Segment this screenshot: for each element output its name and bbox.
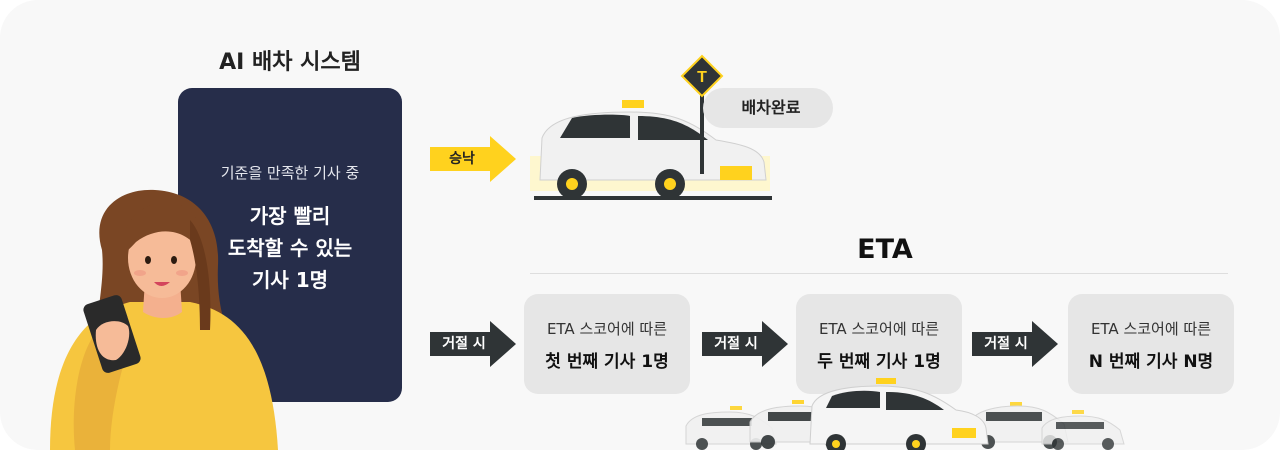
taxi-sign-letter: T bbox=[697, 69, 707, 86]
reject-label-1: 거절 시 bbox=[442, 336, 486, 352]
taxi-fleet-illustration bbox=[685, 378, 1125, 450]
eta-step-2: ETA 스코어에 따른 두 번째 기사 1명 bbox=[796, 294, 962, 394]
accept-label: 승낙 bbox=[449, 151, 475, 167]
eta-step-3: ETA 스코어에 따른 N 번째 기사 N명 bbox=[1068, 294, 1234, 394]
reject-arrow-1: 거절 시 bbox=[430, 321, 516, 367]
eta-step-2-sub: ETA 스코어에 따른 bbox=[818, 320, 940, 338]
eta-title: ETA bbox=[857, 234, 913, 265]
headline-line-1: 가장 빨리 bbox=[249, 204, 331, 228]
eta-step-1: ETA 스코어에 따른 첫 번째 기사 1명 bbox=[524, 294, 690, 394]
accept-arrow: 승낙 bbox=[430, 136, 516, 182]
reject-arrow-2: 거절 시 bbox=[702, 321, 788, 367]
criteria-text: 기준을 만족한 기사 중 bbox=[220, 164, 360, 182]
reject-label-3: 거절 시 bbox=[984, 336, 1028, 352]
taxi-sign-icon: T bbox=[680, 54, 724, 174]
headline-line-2: 도착할 수 있는 bbox=[227, 236, 353, 260]
eta-step-2-main: 두 번째 기사 1명 bbox=[817, 352, 941, 372]
eta-step-1-main: 첫 번째 기사 1명 bbox=[545, 352, 669, 372]
eta-divider bbox=[530, 273, 1228, 274]
system-title: AI 배차 시스템 bbox=[219, 50, 361, 75]
eta-step-3-main: N 번째 기사 N명 bbox=[1088, 352, 1214, 372]
eta-step-1-sub: ETA 스코어에 따른 bbox=[546, 320, 668, 338]
reject-label-2: 거절 시 bbox=[714, 336, 758, 352]
reject-arrow-3: 거절 시 bbox=[972, 321, 1058, 367]
dispatch-complete-badge: 배차완료 bbox=[703, 88, 833, 128]
eta-step-3-sub: ETA 스코어에 따른 bbox=[1090, 320, 1212, 338]
dispatched-taxi-illustration bbox=[530, 100, 772, 200]
woman-with-phone-illustration bbox=[50, 189, 278, 450]
headline-text: 가장 빨리 도착할 수 있는 기사 1명 bbox=[178, 200, 402, 296]
headline-line-3: 기사 1명 bbox=[251, 268, 329, 292]
